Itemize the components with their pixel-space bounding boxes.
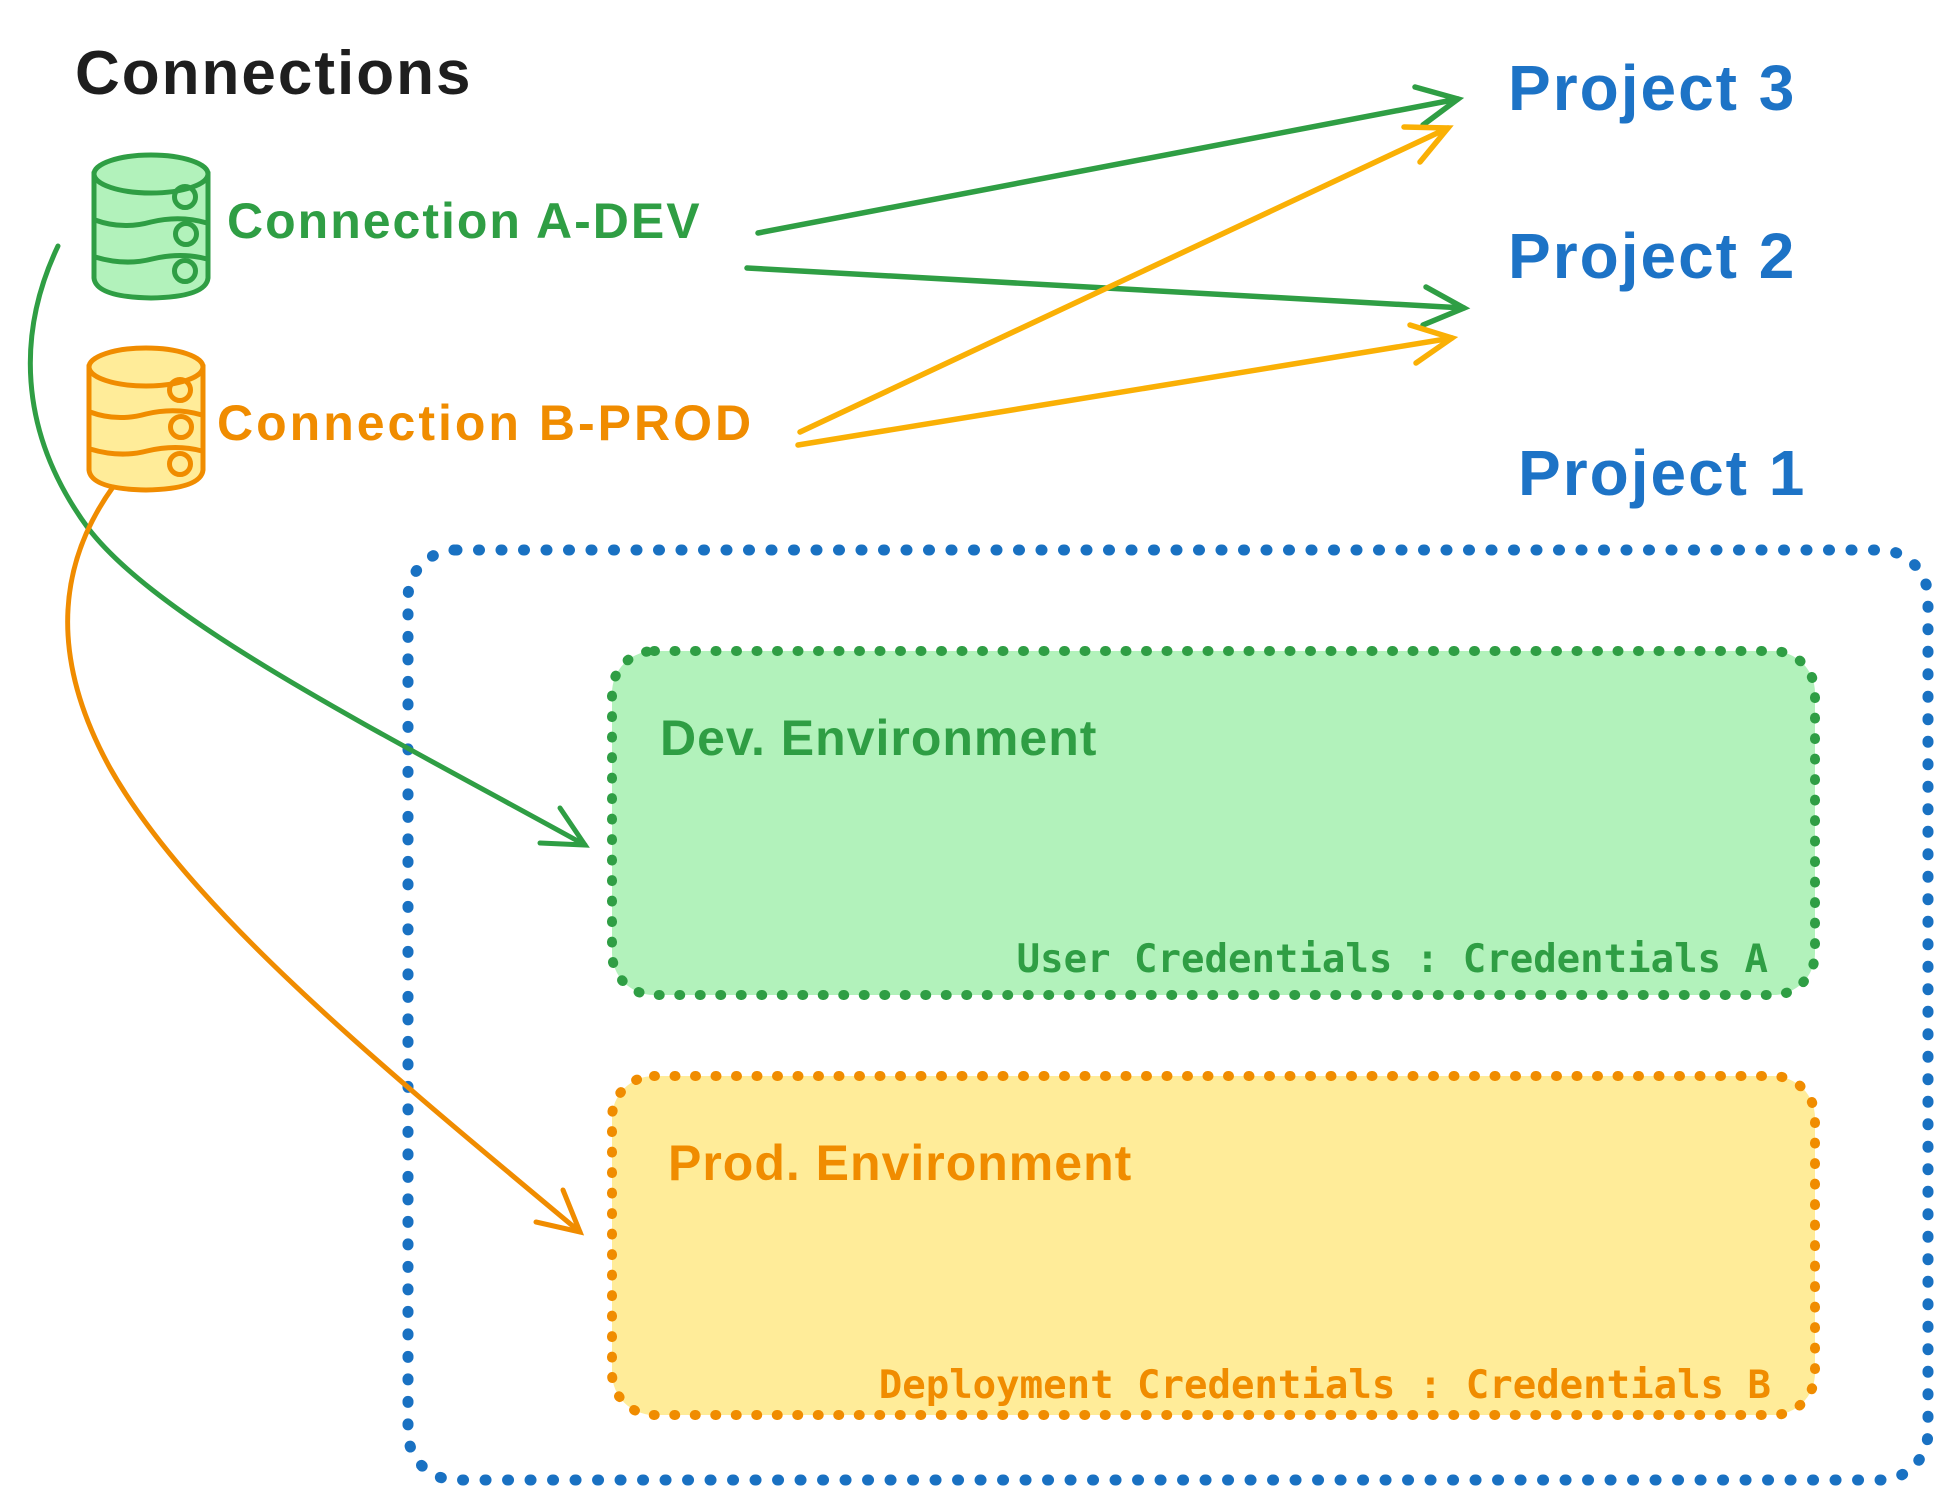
database-prod-icon [86,345,206,493]
prod-environment-rect [607,1071,1820,1420]
prod-environment-box: Prod. Environment Deployment Credentials… [607,1071,1820,1420]
prod-environment-title: Prod. Environment [668,1135,1132,1191]
dev-environment-title: Dev. Environment [660,710,1097,766]
project-3-label: Project 3 [1508,52,1796,124]
arrow-a-dev-to-project-2 [744,265,1471,328]
dev-environment-box: Dev. Environment User Credentials : Cred… [607,646,1820,1000]
database-dev-icon [91,152,211,301]
connection-a-dev: Connection A-DEV [91,152,702,301]
project-1-label: Project 1 [1518,437,1806,509]
arrow-a-dev-to-dev-environment [27,243,590,848]
connection-b-prod-label: Connection B-PROD [217,395,754,451]
arrow-b-prod-to-project-3 [797,124,1454,435]
dev-environment-credentials: User Credentials : Credentials A [1017,937,1768,982]
arrow-a-dev-to-project-3 [755,84,1465,236]
dev-environment-rect [607,646,1820,1000]
project-1-container-box [402,544,1934,1486]
connection-a-dev-label: Connection A-DEV [227,193,702,249]
arrow-b-prod-to-project-2 [795,322,1459,448]
arrow-b-prod-to-prod-environment [65,484,585,1236]
connection-b-prod: Connection B-PROD [86,345,754,493]
prod-environment-credentials: Deployment Credentials : Credentials B [879,1363,1771,1408]
project-2-label: Project 2 [1508,220,1796,292]
diagram-title: Connections [75,39,472,108]
